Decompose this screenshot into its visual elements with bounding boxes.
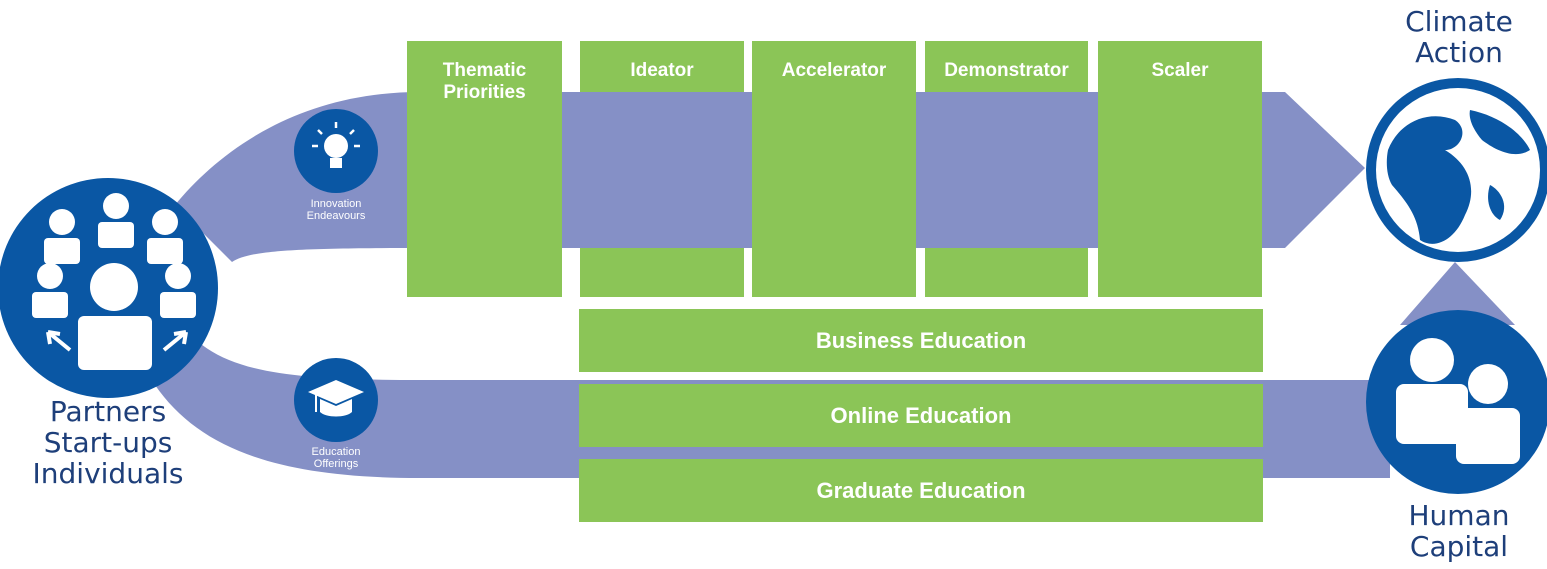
education-bar-business bbox=[579, 309, 1263, 372]
education-offerings-label: Education Offerings bbox=[311, 446, 361, 470]
source-label: Partners Start-ups Individuals bbox=[32, 395, 184, 490]
lightbulb-icon bbox=[294, 109, 378, 193]
stage-label-ideator: Ideator bbox=[630, 60, 694, 81]
graduation-cap-icon bbox=[294, 358, 378, 442]
innovation-endeavours-label: Innovation Endeavours bbox=[306, 198, 366, 222]
human-capital-connector bbox=[1400, 262, 1515, 325]
band-overlay-demonstrator bbox=[925, 92, 1088, 248]
education-bar-online bbox=[579, 384, 1263, 447]
education-label-online: Online Education bbox=[830, 403, 1012, 428]
stage-column-scaler bbox=[1098, 41, 1262, 297]
education-label-graduate: Graduate Education bbox=[816, 478, 1026, 503]
globe-icon bbox=[1366, 78, 1547, 262]
climate-action-label: Climate Action bbox=[1405, 5, 1513, 69]
stage-label-thematic-priorities: Thematic Priorities bbox=[442, 60, 527, 103]
people-pair-icon bbox=[1366, 310, 1547, 494]
education-label-business: Business Education bbox=[815, 328, 1027, 353]
stage-label-scaler: Scaler bbox=[1151, 60, 1209, 81]
education-bar-graduate bbox=[579, 459, 1263, 522]
stage-label-accelerator: Accelerator bbox=[781, 60, 887, 81]
human-capital-label: Human Capital bbox=[1408, 499, 1510, 563]
band-overlay-ideator bbox=[580, 92, 744, 248]
stage-label-demonstrator: Demonstrator bbox=[944, 60, 1069, 81]
stage-column-thematic-priorities bbox=[407, 41, 562, 297]
people-group-icon bbox=[0, 178, 218, 398]
stage-column-accelerator bbox=[752, 41, 916, 297]
